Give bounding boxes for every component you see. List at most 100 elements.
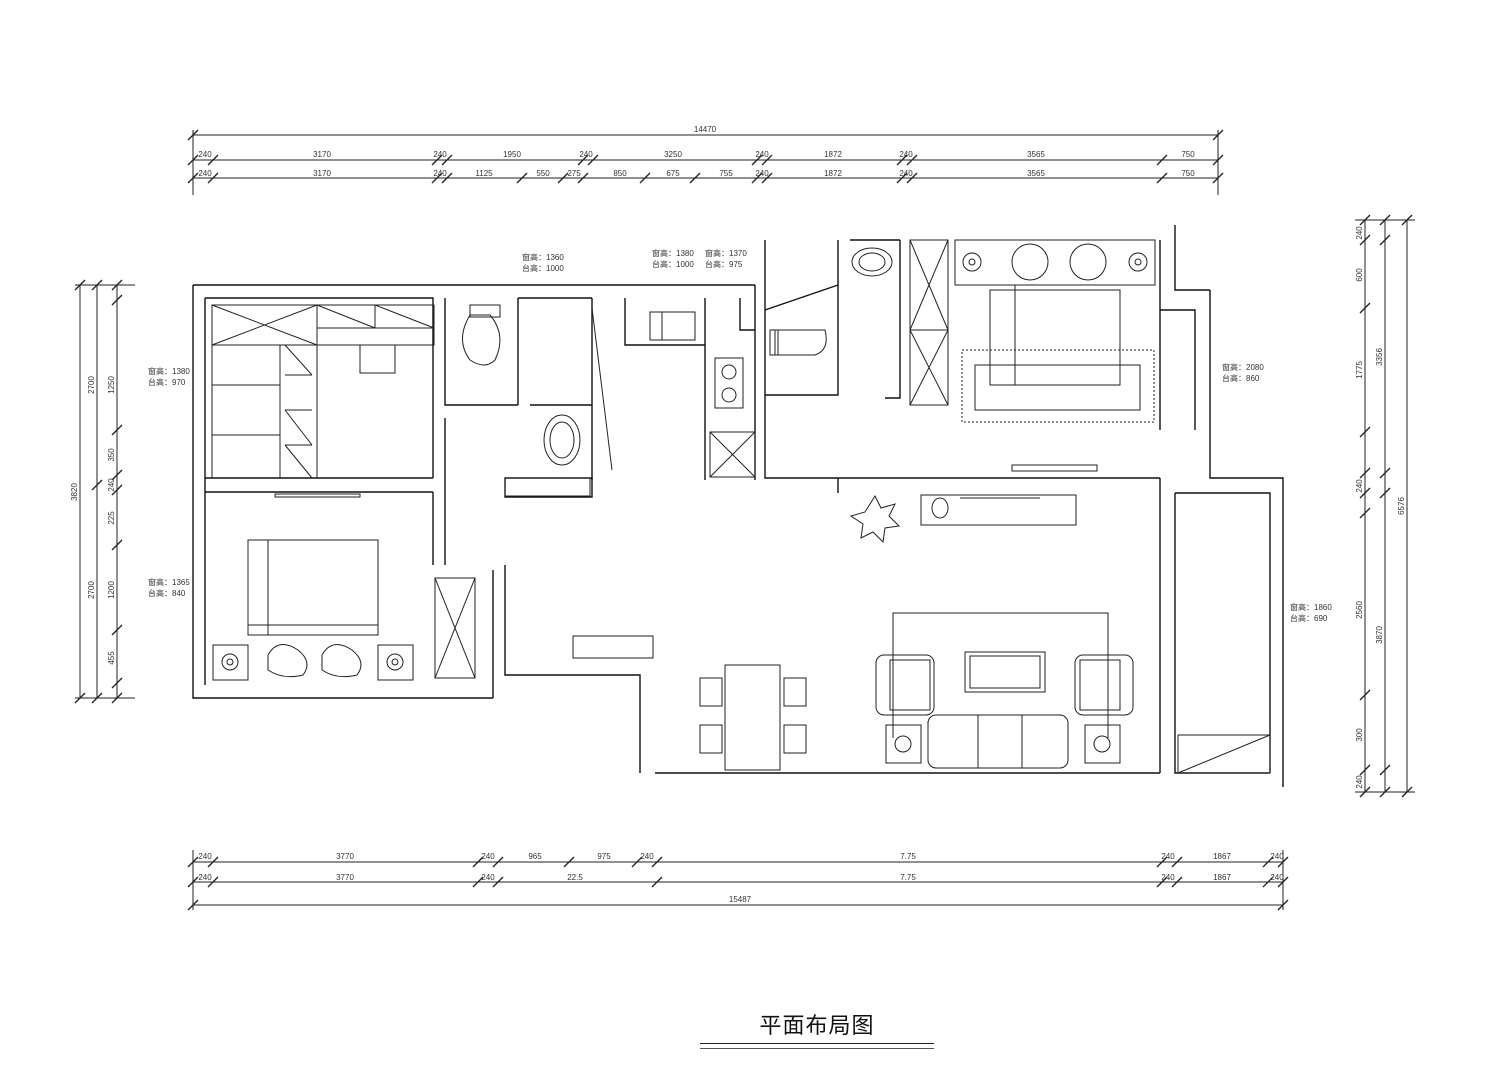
dim-top-1-9: 3565 (1027, 150, 1045, 159)
dim-top-total: 14470 (694, 125, 717, 134)
dim-top-2-7: 675 (666, 169, 680, 178)
dim-top-2-12: 3565 (1027, 169, 1045, 178)
basin-1 (543, 414, 581, 466)
drawing-title-block: 平面布局图 (700, 1008, 934, 1049)
nightstand-left-1 (212, 644, 249, 681)
kitchen-sink (649, 311, 696, 341)
dim-bottom-2-6: 1867 (1213, 873, 1231, 882)
dim-right-inner-0: 240 (1355, 226, 1364, 240)
tv-cabinet-living (920, 494, 1077, 526)
dim-left-inner-2: 240 (107, 478, 116, 492)
armchair-left (875, 654, 935, 716)
dim-top-2-3: 1125 (475, 169, 493, 178)
dim-left-inner-5: 455 (107, 651, 116, 665)
toilet-1 (462, 314, 501, 366)
dim-right-inner-6: 240 (1355, 775, 1364, 789)
dim-top-2-5: 275 (567, 169, 581, 178)
note-6a: 窗高：2080 (1222, 362, 1264, 372)
dim-bottom-1-1: 3770 (336, 852, 354, 861)
dim-top-2-6: 850 (613, 169, 627, 178)
title-underline (700, 1043, 934, 1044)
dim-bottom-1-2: 240 (481, 852, 495, 861)
note-4a: 窗高：1380 (148, 366, 190, 376)
stove (714, 357, 744, 409)
dim-left-mid-1: 2700 (87, 581, 96, 599)
dim-right-inner-1: 600 (1355, 268, 1364, 282)
dim-bottom-1-6: 7.75 (900, 852, 916, 861)
dim-bottom-2-5: 240 (1161, 873, 1175, 882)
dim-top-1-1: 3170 (313, 150, 331, 159)
dim-left-mid-0: 2700 (87, 376, 96, 394)
dim-top-2-2: 240 (433, 169, 447, 178)
furniture (211, 239, 1271, 774)
dim-top-2-11: 240 (899, 169, 913, 178)
dim-bottom-total: 15487 (729, 895, 752, 904)
side-table-1 (885, 724, 922, 764)
tv-master (1011, 464, 1098, 472)
dim-bottom-2-7: 240 (1270, 873, 1284, 882)
sofa-back-wall (892, 612, 1109, 738)
toilet-2 (774, 329, 827, 356)
dim-left-inner-4: 1200 (107, 581, 116, 599)
note-5b: 台高：840 (148, 588, 186, 598)
dim-top-1-0: 240 (198, 150, 212, 159)
cabinet-corridor (434, 577, 476, 679)
nightstand-left-2 (377, 644, 414, 681)
dim-top-2-0: 240 (198, 169, 212, 178)
drawing-title: 平面布局图 (759, 1014, 875, 1039)
fridge (709, 431, 756, 478)
dim-top-2-10: 1872 (824, 169, 842, 178)
note-1a: 窗高：1360 (522, 252, 564, 262)
dim-right-inner-2: 1775 (1355, 361, 1364, 379)
note-7b: 台高：690 (1290, 613, 1328, 623)
dim-top-2-13: 750 (1181, 169, 1195, 178)
dim-top-1-10: 750 (1181, 150, 1195, 159)
dim-top-2-1: 3170 (313, 169, 331, 178)
note-4b: 台高：970 (148, 377, 186, 387)
dim-bottom-1-9: 240 (1270, 852, 1284, 861)
note-3b: 台高：975 (705, 259, 743, 269)
dim-left-inner-0: 1250 (107, 376, 116, 394)
dimension-lines: 14470 240 3170 240 1950 240 3250 240 187… (70, 125, 1415, 911)
coffee-table (964, 651, 1046, 693)
dim-right-outer: 6576 (1397, 497, 1406, 515)
dim-top-1-6: 240 (755, 150, 769, 159)
note-2a: 窗高：1380 (652, 248, 694, 258)
dim-bottom-2-2: 240 (481, 873, 495, 882)
basin-2 (851, 247, 893, 277)
dim-right-inner-3: 240 (1355, 479, 1364, 493)
dim-top-1-8: 240 (899, 150, 913, 159)
dim-bottom-1-0: 240 (198, 852, 212, 861)
window-notes: 窗高：1360 台高：1000 窗高：1380 台高：1000 窗高：1370 … (148, 248, 1332, 623)
dim-bottom-1-5: 240 (640, 852, 654, 861)
bed-master (954, 239, 1156, 286)
dim-top-1-5: 3250 (664, 150, 682, 159)
entry-cabinet (1177, 734, 1271, 774)
dim-bottom-2-0: 240 (198, 873, 212, 882)
dim-bottom-1-4: 975 (597, 852, 611, 861)
dim-right-mid-0: 3356 (1375, 348, 1384, 366)
desk-left (359, 344, 396, 374)
dim-bottom-1-3: 965 (528, 852, 542, 861)
dim-bottom-2-1: 3770 (336, 873, 354, 882)
console-cabinet (572, 635, 654, 659)
step (504, 477, 591, 497)
dim-right-inner-5: 300 (1355, 728, 1364, 742)
armchair-right (1074, 654, 1134, 716)
dim-bottom-2-4: 7.75 (900, 873, 916, 882)
side-table-2 (1084, 724, 1121, 764)
dim-top-2-8: 755 (719, 169, 733, 178)
note-6b: 台高：860 (1222, 373, 1260, 383)
dim-left-inner-1: 350 (107, 448, 116, 462)
dim-top-1-4: 240 (579, 150, 593, 159)
dim-left-outer: 3820 (70, 483, 79, 501)
dim-bottom-2-3: 22.5 (567, 873, 583, 882)
sofa-3seat (927, 714, 1069, 769)
rug-master (961, 349, 1155, 423)
note-2b: 台高：1000 (652, 259, 694, 269)
dim-right-inner-4: 2560 (1355, 601, 1364, 619)
dim-bottom-1-8: 1867 (1213, 852, 1231, 861)
dim-top-2-9: 240 (755, 169, 769, 178)
note-5a: 窗高：1365 (148, 577, 190, 587)
dim-left-inner-3: 225 (107, 511, 116, 525)
